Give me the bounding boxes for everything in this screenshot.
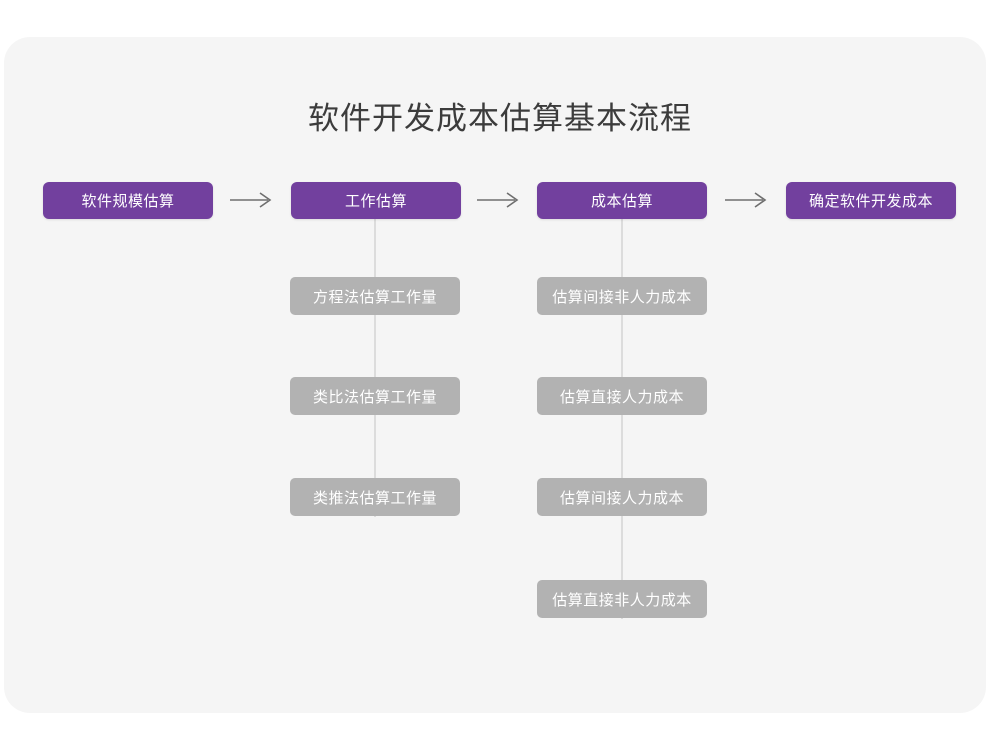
connector-line-stage2 (374, 219, 376, 517)
diagram-card (4, 37, 986, 713)
stage-box-4[interactable]: 确定软件开发成本 (786, 182, 956, 219)
sub-box-stage3-2-label: 估算直接人力成本 (559, 388, 684, 406)
page-title: 软件开发成本估算基本流程 (308, 101, 692, 136)
stage-box-1[interactable]: 软件规模估算 (43, 182, 213, 219)
sub-box-stage3-4-label: 估算直接非人力成本 (552, 591, 692, 609)
sub-box-stage2-2-label: 类比法估算工作量 (312, 388, 437, 406)
sub-box-stage2-3[interactable]: 类推法估算工作量 (290, 478, 460, 516)
stage-box-2[interactable]: 工作估算 (291, 182, 461, 219)
arrow-stage3-to-stage4-icon (725, 192, 767, 208)
stage-box-3[interactable]: 成本估算 (537, 182, 707, 219)
sub-box-stage3-1-label: 估算间接非人力成本 (552, 288, 692, 306)
stage-box-2-label: 工作估算 (344, 193, 407, 210)
sub-box-stage3-1[interactable]: 估算间接非人力成本 (537, 277, 707, 315)
stage-box-3-label: 成本估算 (590, 193, 653, 210)
connector-line-stage3 (621, 219, 623, 619)
sub-box-stage3-2[interactable]: 估算直接人力成本 (537, 377, 707, 415)
sub-box-stage2-1[interactable]: 方程法估算工作量 (290, 277, 460, 315)
sub-box-stage3-3[interactable]: 估算间接人力成本 (537, 478, 707, 516)
arrow-stage2-to-stage3-icon (477, 192, 519, 208)
sub-box-stage2-3-label: 类推法估算工作量 (312, 489, 437, 507)
sub-box-stage2-2[interactable]: 类比法估算工作量 (290, 377, 460, 415)
arrow-stage1-to-stage2-icon (230, 192, 272, 208)
stage-box-1-label: 软件规模估算 (81, 193, 175, 210)
sub-box-stage3-3-label: 估算间接人力成本 (559, 489, 684, 507)
stage-box-4-label: 确定软件开发成本 (808, 193, 933, 210)
sub-box-stage2-1-label: 方程法估算工作量 (312, 288, 437, 306)
sub-box-stage3-4[interactable]: 估算直接非人力成本 (537, 580, 707, 618)
